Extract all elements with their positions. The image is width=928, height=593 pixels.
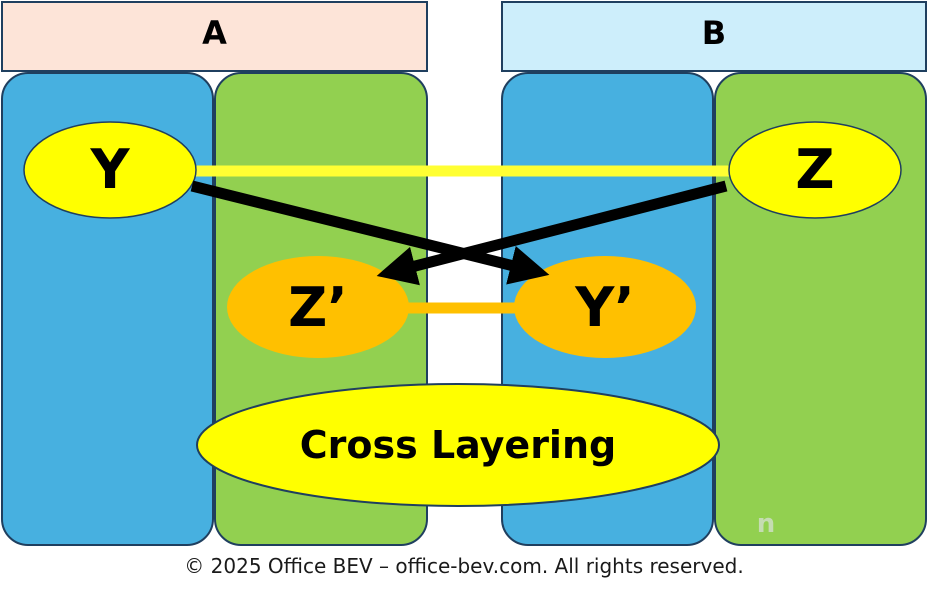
arrow-z-to-z-prime xyxy=(376,180,728,286)
cross-layering-diagram: A B Y Z Z’ Y’ Cross Layering n xyxy=(1,1,927,546)
node-z: Z xyxy=(728,121,902,219)
copyright-footer: © 2025 Office BEV – office-bev.com. All … xyxy=(184,554,744,578)
corner-mark: n xyxy=(757,509,776,539)
cross-layering-badge: Cross Layering xyxy=(196,383,720,507)
cross-layering-label: Cross Layering xyxy=(300,423,616,467)
node-z-prime: Z’ xyxy=(227,256,409,358)
node-y-label: Y xyxy=(89,138,130,201)
header-a-label: A xyxy=(202,14,227,52)
node-y-prime: Y’ xyxy=(514,256,696,358)
header-b: B xyxy=(501,1,927,72)
node-z-label: Z xyxy=(795,138,834,201)
header-a: A xyxy=(1,1,428,72)
header-b-label: B xyxy=(702,14,726,52)
node-z-prime-label: Z’ xyxy=(288,276,348,339)
node-y: Y xyxy=(23,121,197,219)
arrow-y-to-y-prime xyxy=(190,180,550,285)
node-y-prime-label: Y’ xyxy=(574,276,635,339)
